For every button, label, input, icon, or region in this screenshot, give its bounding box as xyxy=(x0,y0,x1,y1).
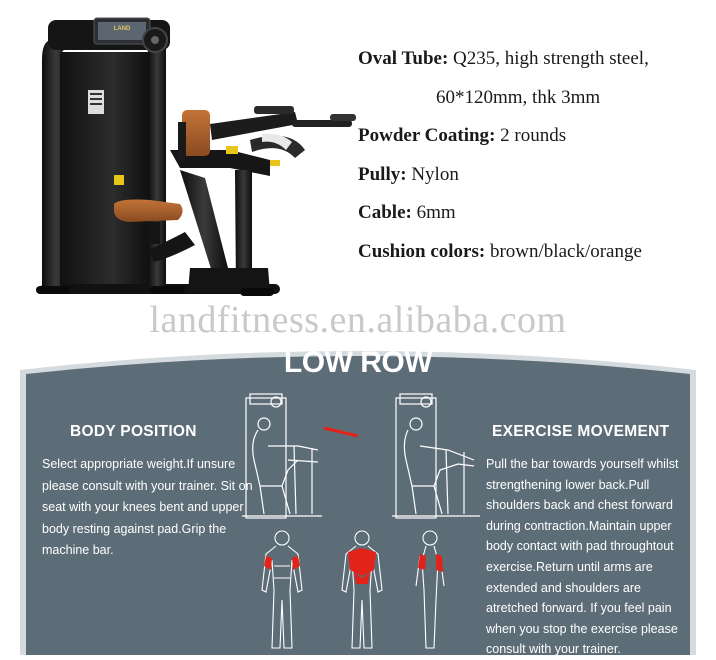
body-position-title: BODY POSITION xyxy=(70,423,197,440)
watermark: landfitness.en.alibaba.com xyxy=(149,299,567,341)
machine-photo: LAND xyxy=(36,17,356,296)
instruction-panel: LOW ROW BODY POSITION EXERCISE MOVEMENT … xyxy=(0,340,716,656)
spec-label: Cushion colors xyxy=(358,240,479,262)
spec-label: Powder Coating xyxy=(358,125,490,146)
muscle-figure-side xyxy=(415,530,445,649)
movement-arrow xyxy=(323,426,359,438)
machine-diagram-end xyxy=(392,393,480,519)
spec-cushion-colors: Cushion colors: brown/black/orange xyxy=(358,233,716,272)
spec-value: 2 rounds xyxy=(500,125,567,146)
machine-diagram-start xyxy=(242,393,322,519)
spec-separator: : xyxy=(400,163,412,185)
spec-separator: : xyxy=(489,125,501,146)
panel-title: LOW ROW xyxy=(283,346,433,379)
muscle-figure-back xyxy=(341,530,383,649)
spec-oval-tube-cont: 60*120mm, thk 3mm xyxy=(358,79,716,118)
spec-label: Pully xyxy=(358,163,401,185)
spec-powder-coating: Powder Coating: 2 rounds xyxy=(358,117,716,156)
spec-value: 6mm xyxy=(416,202,456,223)
spec-oval-tube: Oval Tube: Q235, high strength steel, xyxy=(358,40,716,79)
spec-separator: : xyxy=(405,202,417,223)
spec-label: Oval Tube xyxy=(358,48,442,69)
exercise-diagrams xyxy=(242,393,480,649)
spec-value: Q235, high strength steel, xyxy=(453,48,649,69)
brand-logo: LAND xyxy=(114,26,131,32)
muscle-figure-front xyxy=(261,530,303,649)
panel-background xyxy=(20,351,696,655)
spec-list: Oval Tube: Q235, high strength steel, 60… xyxy=(358,40,716,271)
spec-pully: Pully: Nylon xyxy=(358,156,716,195)
spec-value: 60*120mm, thk 3mm xyxy=(436,86,601,108)
body-position-text: Select appropriate weight.If unsure plea… xyxy=(42,457,253,557)
spec-separator: : xyxy=(478,240,490,262)
spec-label: Cable xyxy=(358,202,406,223)
spec-cable: Cable: 6mm xyxy=(358,194,716,233)
exercise-movement-title: EXERCISE MOVEMENT xyxy=(492,423,670,440)
spec-value: brown/black/orange xyxy=(489,240,642,262)
spec-value: Nylon xyxy=(411,163,459,185)
exercise-movement-text: Pull the bar towards yourself whilst str… xyxy=(486,457,679,657)
spec-separator: : xyxy=(441,48,454,69)
